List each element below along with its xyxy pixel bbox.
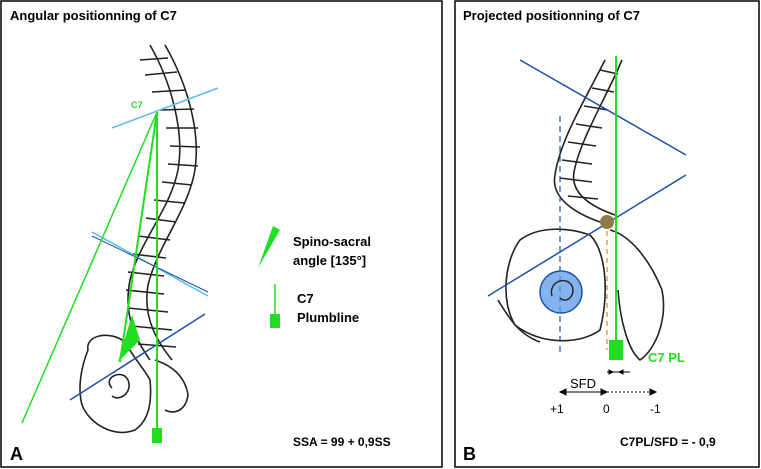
- femoral-head: [539, 270, 583, 314]
- scale-plus-one: +1: [550, 402, 564, 416]
- legend-plumb-label-1: C7: [297, 291, 314, 306]
- pelvis-b: [497, 228, 665, 361]
- ssa-line-1: [119, 111, 158, 363]
- c7-label-a: C7: [131, 100, 143, 110]
- plumb-weight-a: [152, 428, 162, 443]
- panel-b-letter: B: [463, 444, 476, 464]
- upper-tangent-line-b: [519, 59, 687, 156]
- panel-b-formula: C7PL/SFD = - 0,9: [620, 435, 716, 449]
- sfd-scale: [558, 369, 658, 396]
- ssa-wedge: [118, 315, 140, 362]
- scale-minus-one: -1: [650, 402, 661, 416]
- plumb-weight-b: [609, 340, 623, 360]
- sacral-plateau-dot: [600, 215, 614, 229]
- panel-a-title: Angular positionning of C7: [10, 8, 177, 23]
- panel-a-formula: SSA = 99 + 0,9SS: [293, 435, 391, 449]
- sfd-label: SFD: [570, 376, 596, 391]
- sacral-line-a: [69, 313, 206, 401]
- legend-angle-label-2: angle [135°]: [293, 253, 366, 268]
- legend-plumb-weight: [270, 314, 280, 328]
- mid-spine-line-2: [91, 235, 209, 293]
- c7pl-label: C7 PL: [648, 350, 685, 365]
- panel-b: Projected positionning of C7 B C7PL/SFD …: [454, 0, 760, 468]
- femoral-head-outline: [550, 279, 574, 301]
- legend-angle-icon: [258, 226, 280, 268]
- panel-b-title: Projected positionning of C7: [463, 8, 640, 23]
- scale-zero: 0: [603, 402, 610, 416]
- legend-plumb-label-2: Plumbline: [297, 310, 359, 325]
- spine-b: [553, 59, 623, 223]
- ssa-line-2: [21, 111, 158, 424]
- sacral-line-b: [487, 174, 687, 297]
- panel-a-letter: A: [10, 444, 23, 464]
- panel-a: Angular positionning of C7 A SSA = 99 + …: [0, 0, 443, 468]
- c7-tangent-line: [111, 87, 219, 129]
- pelvis-a: [79, 334, 189, 434]
- panel-a-frame: [0, 0, 443, 468]
- legend-angle-label-1: Spino-sacral: [293, 234, 371, 249]
